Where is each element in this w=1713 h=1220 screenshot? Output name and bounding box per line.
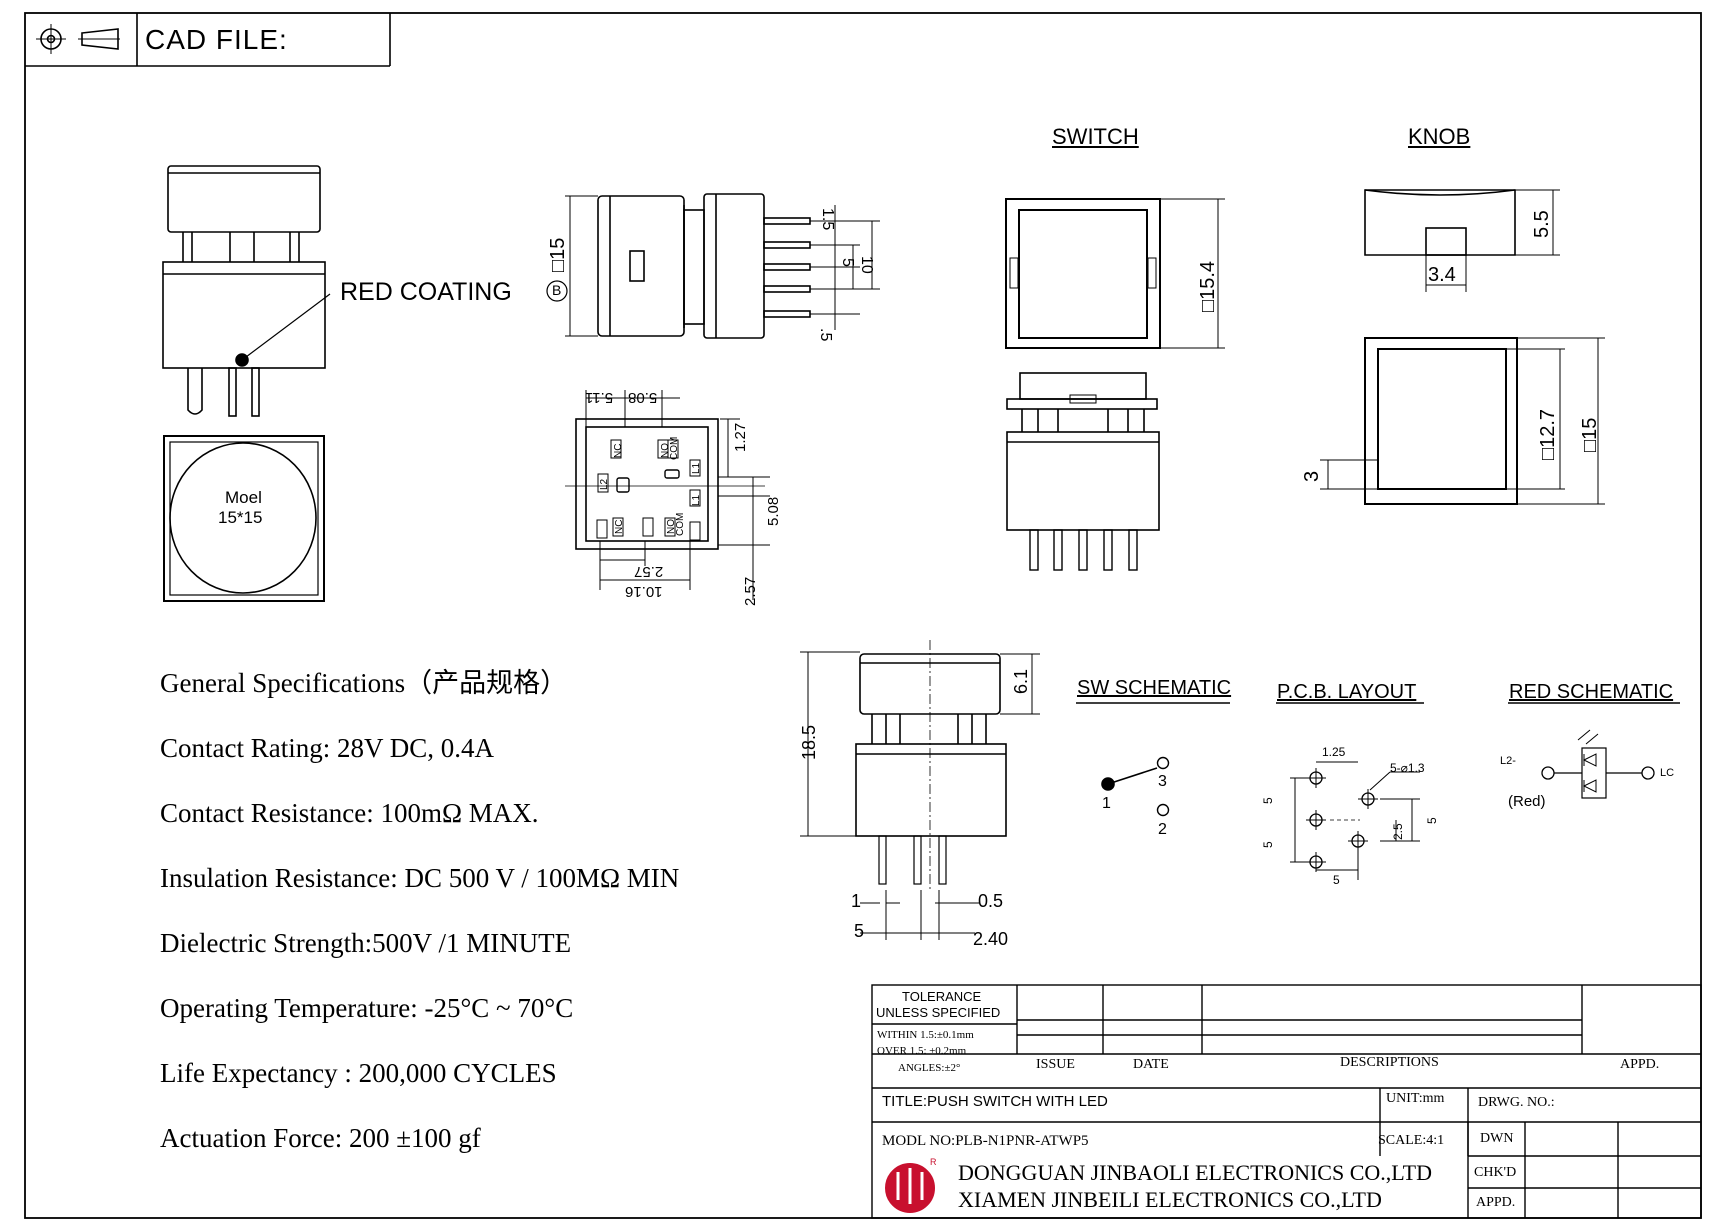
spec-operating-temperature: Operating Temperature: -25°C ~ 70°C: [160, 993, 574, 1023]
dim-knob-15: □15: [1579, 417, 1601, 452]
tolerance-over: OVER 1.5: ±0.2mm: [877, 1045, 967, 1057]
dim-top-5-08: 5.08: [628, 389, 658, 406]
dim-knob-3-4: 3.4: [1428, 264, 1456, 286]
pin-label-nc-2: NC: [614, 519, 625, 534]
model-text-line1: Moel: [225, 488, 262, 507]
knob-side-view: [1364, 189, 1560, 292]
switch-front-view: [1006, 372, 1160, 571]
dim-pcb-5b: 5: [1261, 841, 1275, 848]
sw-pin-3: 3: [1158, 773, 1167, 790]
spec-life-expectancy: Life Expectancy : 200,000 CYCLES: [160, 1058, 557, 1088]
red-coating-label: RED COATING: [340, 278, 512, 306]
dim-right-5-08: 5.08: [765, 496, 782, 526]
dim-front-2-40: 2.40: [973, 929, 1009, 949]
dim-front-5: 5: [854, 921, 865, 941]
switch-title: SWITCH: [1052, 124, 1139, 149]
dim-top-5-11: 5.11: [585, 389, 614, 406]
chkd-label: CHK'D: [1474, 1165, 1517, 1180]
red-schematic-title: RED SCHEMATIC: [1509, 681, 1674, 703]
appd-header: APPD.: [1620, 1057, 1660, 1072]
dim-bot-2-57-v: 2.57: [742, 576, 759, 606]
sw-pin-1: 1: [1102, 795, 1111, 812]
spec-dielectric-strength: Dielectric Strength:500V /1 MINUTE: [160, 928, 572, 958]
switch-top-view: [1005, 198, 1225, 349]
dim-pcb-5d: 5: [1425, 817, 1439, 824]
dim-front-1: 1: [851, 891, 862, 911]
dim-pin-5: 5: [839, 258, 856, 267]
knob-top-view: [1320, 337, 1605, 505]
model-number: MODL NO:PLB-N1PNR-ATWP5: [882, 1133, 1089, 1149]
date-header: DATE: [1133, 1057, 1169, 1072]
pin-label-com-2: COM: [675, 512, 686, 536]
company-logo-icon: [885, 1163, 935, 1213]
drawing-number-label: DRWG. NO.:: [1478, 1095, 1555, 1110]
sw-schematic: [1076, 702, 1230, 817]
tolerance-angles: ANGLES:±2°: [898, 1062, 961, 1074]
pin-label-l1-1: L1: [691, 462, 702, 474]
title-block: [871, 984, 1702, 1219]
company-name-xiamen: XIAMEN JINBEILI ELECTRONICS CO.,LTD: [958, 1187, 1382, 1212]
issue-header: ISSUE: [1036, 1057, 1075, 1072]
dim-top-1-27: 1.27: [732, 422, 749, 452]
dim-knob-3: 3: [1301, 470, 1323, 482]
tolerance-within: WITHIN 1.5:±0.1mm: [877, 1029, 974, 1041]
pin-label-l1-2: L1: [691, 494, 702, 506]
dim-pcb-2-5: 2.5: [1391, 823, 1405, 840]
spec-contact-resistance: Contact Resistance: 100mΩ MAX.: [160, 798, 539, 828]
scale-label: SCALE:4:1: [1378, 1133, 1445, 1148]
dim-pcb-5c: 5: [1333, 873, 1340, 887]
tolerance-label-2: UNLESS SPECIFIED: [876, 1005, 1001, 1020]
sheet-border: [24, 12, 1702, 1219]
led-l2-label: L2-: [1500, 755, 1516, 767]
dim-front-18-5: 18.5: [799, 724, 819, 760]
dim-bot-10-16: 10.16: [625, 583, 663, 600]
dim-bot-2-57: 2.57: [634, 563, 664, 580]
side-profile-view: [546, 193, 880, 339]
pcb-layout-title: P.C.B. LAYOUT: [1277, 681, 1417, 703]
dim-pcb-1-25: 1.25: [1322, 745, 1346, 759]
knob-title: KNOB: [1408, 124, 1471, 149]
dim-pin-bottom-5: .5: [817, 328, 834, 342]
dwn-label: DWN: [1480, 1131, 1514, 1146]
red-schematic: [1508, 702, 1680, 799]
pin-label-com-1: COM: [669, 436, 680, 460]
front-dimension-view: [800, 640, 1040, 940]
drawing-title: TITLE:PUSH SWITCH WITH LED: [882, 1093, 1108, 1110]
pin-top-view: [565, 390, 770, 600]
knob-face-view: [163, 435, 325, 602]
dim-pin-1-5: 1.5: [819, 208, 836, 231]
model-text-line2: 15*15: [218, 508, 263, 527]
unit-label: UNIT:mm: [1386, 1091, 1445, 1106]
specs-heading: General Specifications（产品规格）: [160, 668, 568, 698]
appd-label: APPD.: [1476, 1195, 1516, 1210]
pcb-layout: [1276, 702, 1424, 880]
pin-label-l2-1: L2: [599, 478, 610, 490]
projection-symbol-icon: [36, 24, 120, 54]
dim-pcb-5a: 5: [1261, 797, 1275, 804]
spec-actuation-force: Actuation Force: 200 ±100 gf: [160, 1123, 481, 1153]
company-name-dongguan: DONGGUAN JINBAOLI ELECTRONICS CO.,LTD: [958, 1160, 1433, 1185]
tolerance-label-1: TOLERANCE: [902, 989, 982, 1004]
logo-registered-mark: R: [930, 1157, 937, 1167]
dim-front-6-1: 6.1: [1011, 668, 1031, 694]
side-view-red-coating: [162, 165, 331, 417]
dim-pin-10: 10: [858, 256, 875, 274]
dim-side-square: □15: [547, 237, 569, 272]
spec-contact-rating: Contact Rating: 28V DC, 0.4A: [160, 733, 494, 763]
sw-schematic-title: SW SCHEMATIC: [1077, 677, 1232, 699]
pin-label-nc-1: NC: [613, 443, 624, 458]
led-red-label: (Red): [1508, 793, 1546, 810]
spec-insulation-resistance: Insulation Resistance: DC 500 V / 100MΩ …: [160, 863, 680, 893]
dim-pcb-hole: 5-⌀1.3: [1390, 761, 1425, 775]
dim-switch-15-4: □15.4: [1197, 260, 1219, 312]
led-lc-label: LC: [1660, 767, 1675, 779]
cad-file-label: CAD FILE:: [145, 24, 288, 55]
descriptions-header: DESCRIPTIONS: [1340, 1055, 1439, 1070]
dim-knob-5-5: 5.5: [1531, 210, 1553, 238]
dim-side-b: B: [552, 282, 562, 298]
dim-front-0-5: 0.5: [978, 891, 1004, 911]
dim-knob-12-7: □12.7: [1537, 408, 1559, 460]
sw-pin-2: 2: [1158, 821, 1167, 838]
